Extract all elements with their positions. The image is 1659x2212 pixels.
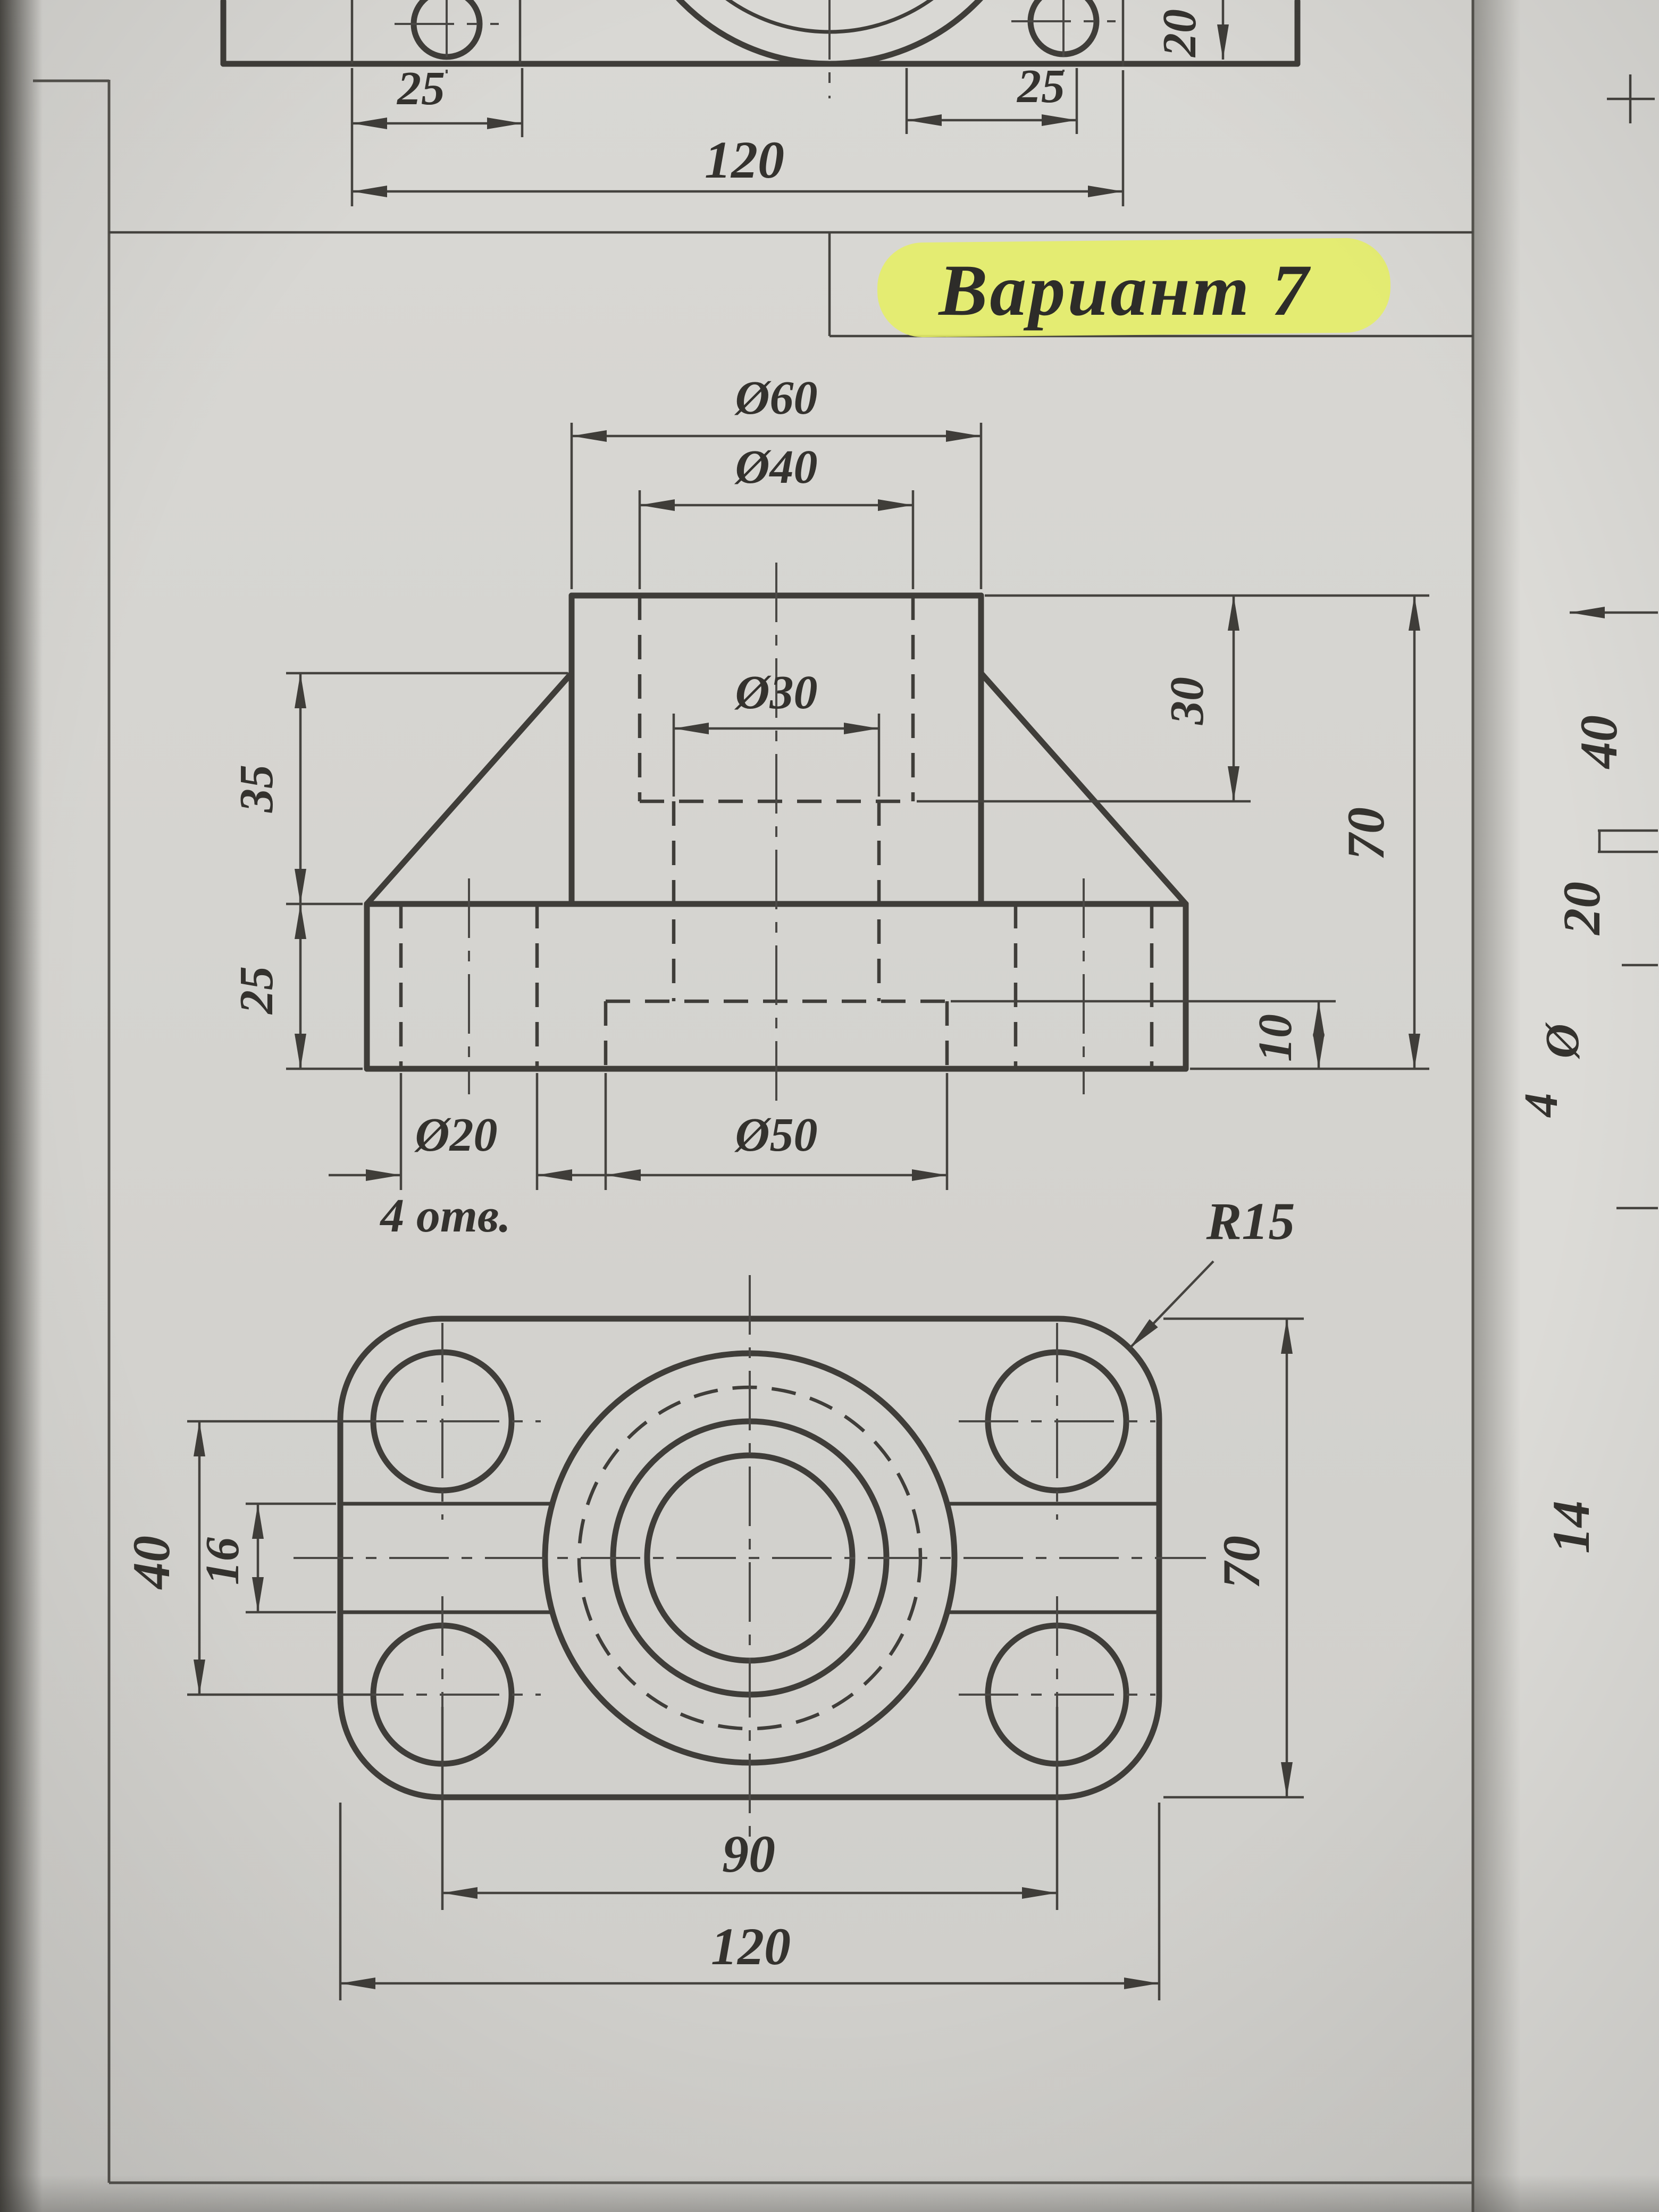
drawing-photo: 25 120 25 20 Вариант 7 bbox=[0, 0, 1659, 2212]
photo-vignette bbox=[0, 0, 1659, 2212]
